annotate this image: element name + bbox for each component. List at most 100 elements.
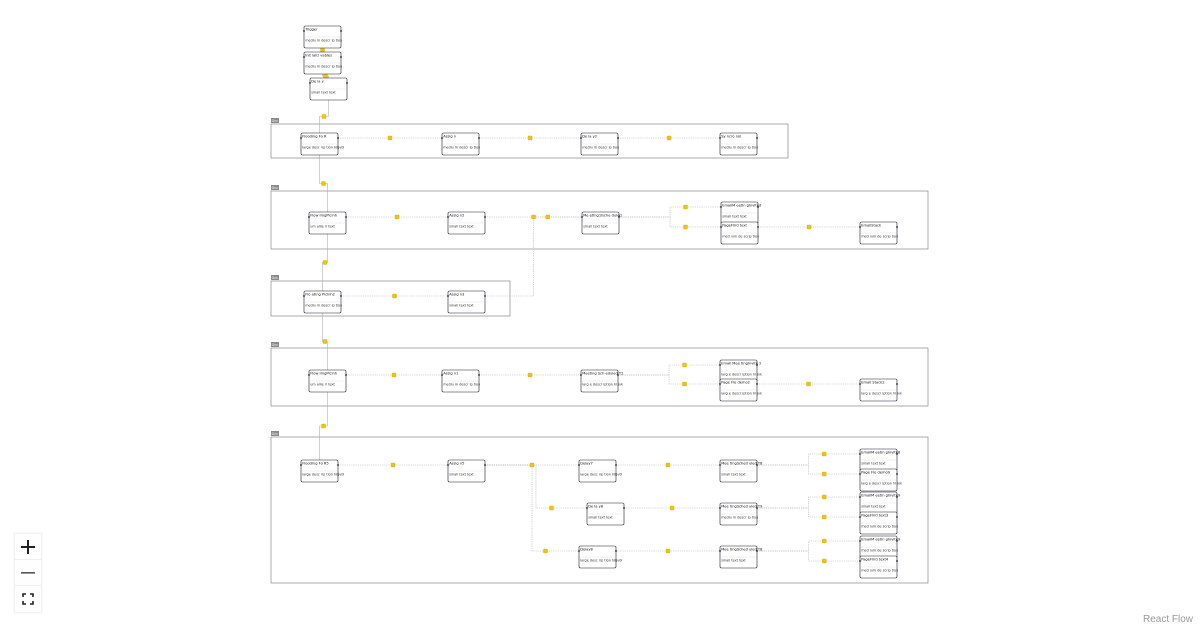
target-handle[interactable] [859, 496, 861, 498]
edge-n-meet8-n-page8[interactable] [757, 507, 860, 518]
target-handle[interactable] [719, 464, 721, 466]
edge-n-meet7-n-page7[interactable] [757, 464, 860, 475]
target-handle[interactable] [859, 226, 861, 228]
edge-label-marker[interactable] [394, 214, 400, 220]
source-handle[interactable] [896, 516, 898, 518]
edge-label-marker[interactable] [669, 505, 675, 511]
edge-label-marker[interactable] [529, 462, 535, 468]
target-handle[interactable] [441, 374, 443, 376]
target-handle[interactable] [580, 137, 582, 139]
target-handle[interactable] [580, 374, 582, 376]
edge-label-marker[interactable] [321, 181, 326, 186]
edge-label-marker[interactable] [527, 135, 533, 141]
edge-label-marker[interactable] [549, 505, 554, 511]
source-handle[interactable] [337, 464, 339, 466]
target-handle[interactable] [720, 206, 722, 208]
source-handle[interactable] [615, 464, 617, 466]
edge-label-marker[interactable] [392, 293, 397, 299]
source-handle[interactable] [896, 383, 898, 385]
target-handle[interactable] [447, 295, 449, 297]
target-handle[interactable] [303, 295, 305, 297]
group-g1[interactable]: Gro [270, 118, 789, 159]
edge-n-meet9-n-email9[interactable] [757, 540, 860, 552]
source-handle[interactable] [340, 30, 342, 32]
source-handle[interactable] [756, 464, 758, 466]
edge-n-meet7-n-email7[interactable] [757, 453, 860, 466]
target-handle[interactable] [720, 226, 722, 228]
edge-label-marker[interactable] [666, 135, 672, 141]
source-handle[interactable] [484, 216, 486, 218]
edge-label-marker[interactable] [387, 135, 393, 141]
edge-label-marker[interactable] [665, 548, 671, 554]
target-handle[interactable] [719, 550, 721, 552]
target-handle[interactable] [859, 473, 861, 475]
edge-n-meeting1-n-page1[interactable] [619, 216, 721, 228]
source-handle[interactable] [337, 137, 339, 139]
source-handle[interactable] [896, 473, 898, 475]
edge-label-marker[interactable] [806, 381, 811, 387]
edge-n-meet9-n-page9[interactable] [757, 550, 860, 562]
target-handle[interactable] [300, 137, 302, 139]
edge-label-marker[interactable] [323, 73, 328, 79]
edge-n-meeting1-n-email1[interactable] [619, 206, 721, 218]
group-g3[interactable]: Gro [270, 275, 511, 317]
target-handle[interactable] [719, 507, 721, 509]
source-handle[interactable] [478, 137, 480, 139]
target-handle[interactable] [859, 560, 861, 562]
edge-label-marker[interactable] [822, 451, 827, 457]
target-handle[interactable] [719, 383, 721, 385]
target-handle[interactable] [308, 374, 310, 376]
edge-label-marker[interactable] [321, 114, 327, 119]
source-handle[interactable] [340, 56, 342, 58]
attribution-link[interactable]: React Flow [1139, 612, 1196, 627]
source-handle[interactable] [756, 137, 758, 139]
source-handle[interactable] [340, 295, 342, 297]
target-handle[interactable] [581, 216, 583, 218]
source-handle[interactable] [618, 216, 620, 218]
zoom-in-button[interactable] [15, 534, 41, 560]
target-handle[interactable] [578, 550, 580, 552]
source-handle[interactable] [615, 550, 617, 552]
source-handle[interactable] [484, 295, 486, 297]
source-handle[interactable] [345, 374, 347, 376]
source-handle[interactable] [896, 560, 898, 562]
source-handle[interactable] [896, 226, 898, 228]
edge-label-marker[interactable] [822, 494, 827, 500]
edge-n-assign5-n-delay9[interactable] [485, 464, 579, 552]
edge-label-marker[interactable] [822, 471, 827, 477]
zoom-out-button[interactable] [15, 560, 41, 586]
edge-label-marker[interactable] [665, 462, 671, 468]
edge-label-marker[interactable] [806, 224, 812, 230]
target-handle[interactable] [300, 464, 302, 466]
edge-n-assign3-n-meeting1[interactable] [485, 216, 582, 297]
target-handle[interactable] [859, 540, 861, 542]
source-handle[interactable] [756, 507, 758, 509]
edge-label-marker[interactable] [683, 224, 688, 230]
edge-label-marker[interactable] [390, 462, 396, 468]
edge-n-meeting2-n-email2[interactable] [618, 364, 720, 376]
source-handle[interactable] [896, 453, 898, 455]
source-handle[interactable] [896, 496, 898, 498]
edge-label-marker[interactable] [320, 47, 325, 53]
edge-label-marker[interactable] [322, 260, 328, 265]
source-handle[interactable] [345, 216, 347, 218]
